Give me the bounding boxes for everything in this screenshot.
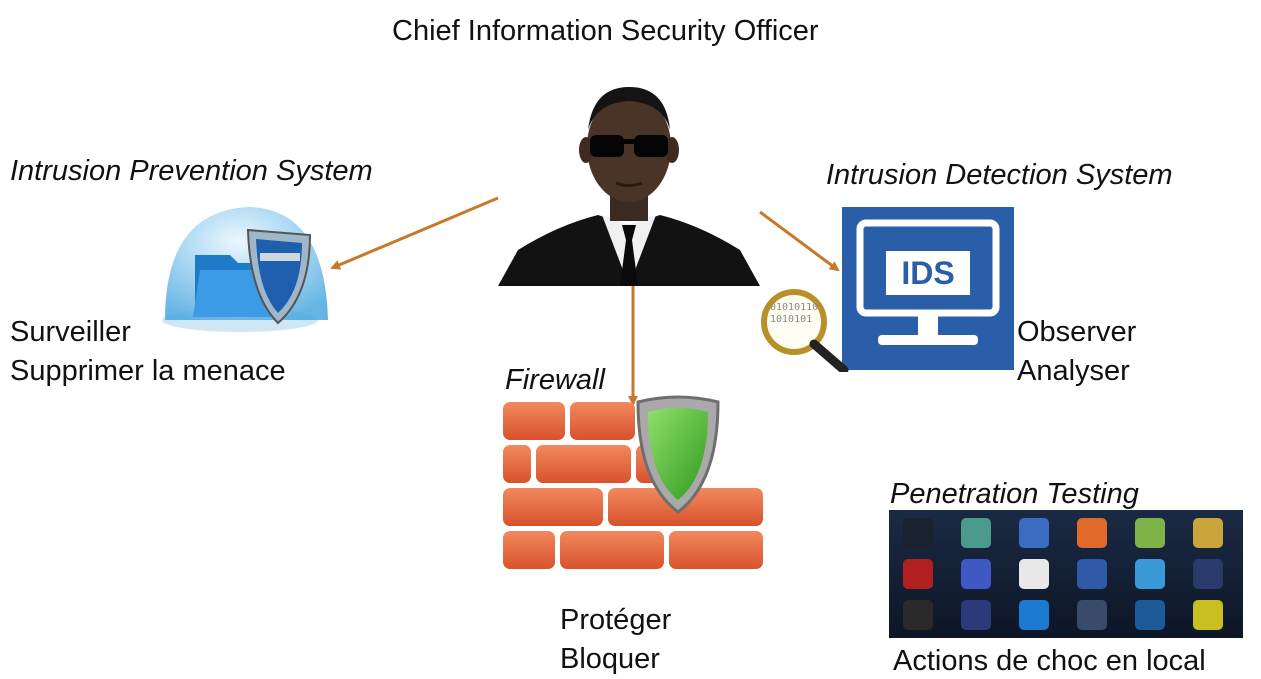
ips-heading: Intrusion Prevention System [10,155,373,187]
pentest-heading: Penetration Testing [890,478,1139,510]
app-icon-4 [1077,518,1107,548]
security-shield-folder-icon [160,195,332,335]
app-icon-18 [1193,600,1223,630]
firewall-action-1: Protéger [560,604,672,636]
app-icon-14 [961,600,991,630]
app-icon-2 [961,518,991,548]
ciso-title: Chief Information Security Officer [392,15,819,47]
ips-action-1: Surveiller [10,316,131,348]
magnifier-binary-text: 01010110 1010101 [770,302,819,325]
firewall-heading: Firewall [505,364,605,396]
app-icon-5 [1135,518,1165,548]
app-icon-10 [1077,559,1107,589]
ids-monitor-panel: IDS [842,207,1014,370]
arrow-to-ips [330,196,499,270]
app-icon-16 [1077,600,1107,630]
app-icon-6 [1193,518,1223,548]
app-icon-12 [1193,559,1223,589]
ips-action-2: Supprimer la menace [10,355,286,387]
firewall-action-2: Bloquer [560,643,660,675]
brick-wall-shield-icon [498,392,773,592]
app-icon-9 [1019,559,1049,589]
app-icon-3 [1019,518,1049,548]
arrow-to-ids [759,210,840,272]
app-icon-11 [1135,559,1165,589]
ids-action-1: Observer [1017,316,1137,348]
pentest-footer: Actions de choc en local [893,645,1206,677]
app-icon-8 [961,559,991,589]
magnifier-icon: 01010110 1010101 [758,288,850,372]
app-icon-15 [1019,600,1049,630]
ids-action-2: Analyser [1017,355,1130,387]
app-icon-1 [903,518,933,548]
ids-heading: Intrusion Detection System [826,159,1173,191]
app-icon-13 [903,600,933,630]
app-icon-17 [1135,600,1165,630]
ids-badge: IDS [886,251,970,295]
app-icon-7 [903,559,933,589]
pentest-tools-grid [889,510,1243,638]
agent-portrait-icon [498,75,760,286]
